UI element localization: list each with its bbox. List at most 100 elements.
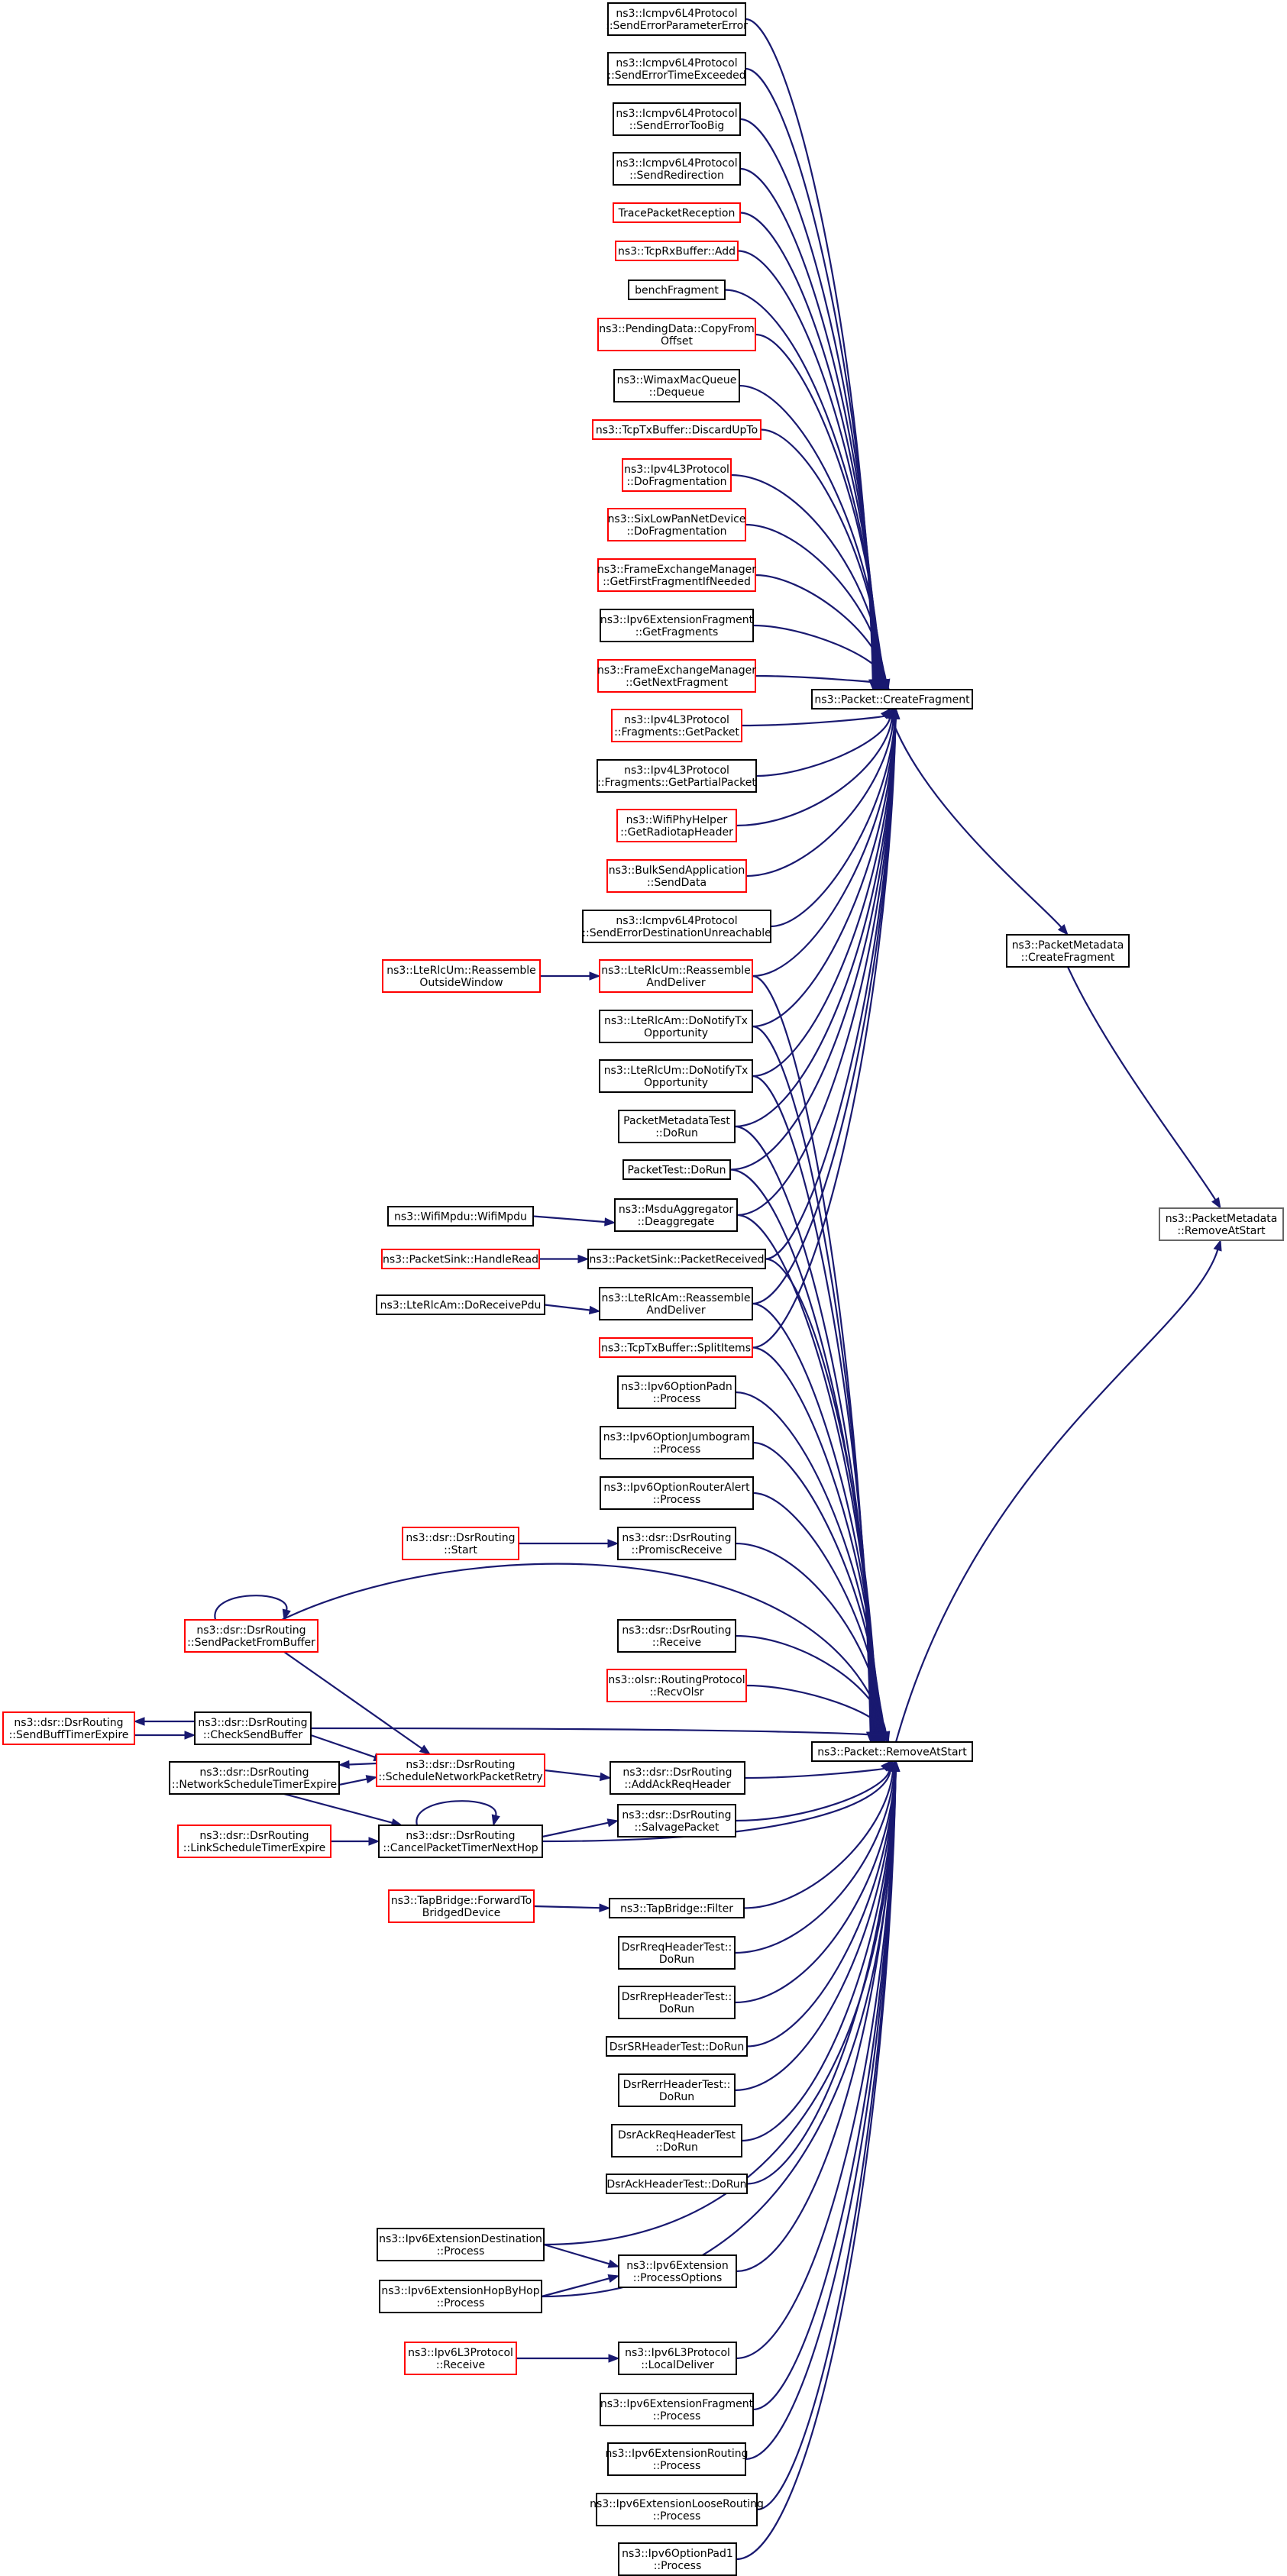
edge-n25-to-create-fragment (734, 718, 897, 1128)
node-n17[interactable]: ns3::Ipv4L3Protocol::Fragments::GetParti… (597, 759, 757, 793)
node-label: ns3::WimaxMacQueue (617, 374, 737, 386)
node-n2[interactable]: ns3::Icmpv6L4Protocol::SendErrorTimeExce… (607, 52, 746, 86)
node-n33[interactable]: ns3::TcpTxBuffer::SplitItems (599, 1337, 753, 1358)
node-n65[interactable]: ns3::Ipv6ExtensionLooseRouting::Process (590, 2493, 764, 2526)
node-n15[interactable]: ns3::FrameExchangeManager::GetNextFragme… (597, 659, 756, 693)
node-label: ns3::Icmpv6L4Protocol (616, 157, 737, 170)
node-label: DoRun (659, 2091, 694, 2103)
node-n46[interactable]: ns3::dsr::DsrRouting::AddAckReqHeader (610, 1761, 745, 1795)
node-n63[interactable]: ns3::Ipv6ExtensionFragment::Process (600, 2393, 754, 2426)
node-n19[interactable]: ns3::BulkSendApplication::SendData (606, 859, 747, 893)
node-n59[interactable]: ns3::Ipv6Extension::ProcessOptions (618, 2254, 737, 2288)
node-n41[interactable]: ns3::olsr::RoutingProtocol::RecvOlsr (606, 1669, 747, 1702)
node-label: ns3::Ipv6ExtensionLooseRouting (590, 2498, 764, 2510)
node-n62[interactable]: ns3::Ipv6L3Protocol::LocalDeliver (618, 2342, 737, 2375)
node-n4[interactable]: ns3::Icmpv6L4Protocol::SendRedirection (613, 152, 741, 186)
node-n54[interactable]: DsrSRHeaderTest::DoRun (606, 2036, 748, 2057)
node-label: ::GetRadiotapHeader (620, 826, 733, 839)
node-n48[interactable]: ns3::dsr::DsrRouting::CancelPacketTimerN… (378, 1825, 543, 1858)
node-label: ns3::dsr::DsrRouting (622, 1624, 731, 1637)
node-n5[interactable]: TracePacketReception (613, 202, 741, 223)
node-label: ::Start (444, 1544, 477, 1556)
node-n60[interactable]: ns3::Ipv6ExtensionHopByHop::Process (379, 2280, 542, 2313)
node-n35[interactable]: ns3::Ipv6OptionJumbogram::Process (600, 1426, 754, 1459)
node-label: AndDeliver (646, 977, 705, 989)
node-n27[interactable]: ns3::MsduAggregator::Deaggregate (614, 1198, 738, 1232)
node-n14[interactable]: ns3::Ipv6ExtensionFragment::GetFragments (600, 609, 754, 642)
edge-n63-to-remove-at-start (752, 1770, 897, 2411)
node-n39[interactable]: ns3::dsr::DsrRouting::SendPacketFromBuff… (184, 1619, 319, 1653)
node-label: ns3::dsr::DsrRouting (622, 1532, 731, 1544)
node-n3[interactable]: ns3::Icmpv6L4Protocol::SendErrorTooBig (613, 102, 741, 136)
node-n18[interactable]: ns3::WifiPhyHelper::GetRadiotapHeader (616, 809, 737, 842)
node-n64[interactable]: ns3::Ipv6ExtensionRouting::Process (605, 2442, 749, 2476)
node-n9[interactable]: ns3::WimaxMacQueue::Dequeue (613, 369, 740, 402)
node-n25[interactable]: PacketMetadataTest::DoRun (618, 1110, 736, 1143)
node-label: ns3::TapBridge::ForwardTo (391, 1895, 532, 1907)
node-n53[interactable]: DsrRrepHeaderTest::DoRun (618, 1986, 736, 2019)
node-n38[interactable]: ns3::dsr::DsrRouting::Start (402, 1527, 519, 1560)
node-label: ::SendErrorParameterError (606, 20, 748, 32)
node-n12[interactable]: ns3::SixLowPanNetDevice::DoFragmentation (607, 508, 746, 541)
node-n16[interactable]: ns3::Ipv4L3Protocol::Fragments::GetPacke… (611, 709, 742, 742)
node-n6[interactable]: ns3::TcpRxBuffer::Add (615, 241, 739, 261)
node-box (607, 2442, 746, 2476)
node-box (606, 2174, 748, 2194)
edge-n14-to-create-fragment (752, 624, 887, 680)
node-n42[interactable]: ns3::dsr::DsrRouting::SendBuffTimerExpir… (2, 1711, 135, 1745)
node-label: ::DoFragmentation (626, 476, 726, 488)
node-n43[interactable]: ns3::dsr::DsrRouting::CheckSendBuffer (194, 1711, 312, 1745)
node-n28[interactable]: ns3::WifiMpdu::WifiMpdu (387, 1206, 534, 1227)
node-n20[interactable]: ns3::Icmpv6L4Protocol::SendErrorDestinat… (582, 910, 771, 943)
node-n44[interactable]: ns3::dsr::DsrRouting::NetworkScheduleTim… (169, 1761, 340, 1795)
node-n36[interactable]: ns3::Ipv6OptionRouterAlert::Process (600, 1476, 754, 1510)
node-box (169, 1761, 340, 1795)
node-n40[interactable]: ns3::dsr::DsrRouting::Receive (617, 1619, 736, 1653)
node-n51[interactable]: ns3::TapBridge::Filter (609, 1898, 745, 1918)
node-n26[interactable]: PacketTest::DoRun (622, 1159, 731, 1180)
node-n30[interactable]: ns3::PacketSink::HandleRead (381, 1249, 540, 1269)
node-pmras[interactable]: ns3::PacketMetadata::RemoveAtStart (1159, 1207, 1284, 1241)
node-n34[interactable]: ns3::Ipv6OptionPadn::Process (617, 1375, 736, 1409)
node-n47[interactable]: ns3::dsr::DsrRouting::LinkScheduleTimerE… (177, 1825, 331, 1858)
node-n49[interactable]: ns3::dsr::DsrRouting::SalvagePacket (617, 1804, 736, 1837)
node-n37[interactable]: ns3::dsr::DsrRouting::PromiscReceive (617, 1527, 736, 1560)
node-n45[interactable]: ns3::dsr::DsrRouting::ScheduleNetworkPac… (376, 1753, 545, 1787)
node-n10[interactable]: ns3::TcpTxBuffer::DiscardUpTo (592, 419, 762, 440)
node-label: ns3::Ipv6OptionRouterAlert (603, 1482, 750, 1494)
node-n32[interactable]: ns3::LteRlcAm::DoReceivePdu (376, 1294, 545, 1315)
node-n56[interactable]: DsrAckReqHeaderTest::DoRun (611, 2124, 742, 2157)
node-box (616, 809, 737, 842)
node-box (811, 1741, 973, 1762)
node-label: ns3::Ipv6ExtensionFragment (600, 2398, 754, 2410)
node-label: ::SendBuffTimerExpire (9, 1729, 129, 1741)
node-box (184, 1619, 319, 1653)
node-label: ::Deaggregate (638, 1216, 715, 1228)
node-n61[interactable]: ns3::Ipv6L3Protocol::Receive (404, 2342, 517, 2375)
edge-cancel-self-loop-arrowhead (491, 1814, 500, 1827)
node-n52[interactable]: DsrRreqHeaderTest::DoRun (618, 1936, 736, 1970)
node-n57[interactable]: DsrAckHeaderTest::DoRun (606, 2174, 748, 2194)
node-box (609, 1898, 745, 1918)
node-n66[interactable]: ns3::Ipv6OptionPad1::Process (618, 2542, 737, 2576)
node-ras[interactable]: ns3::Packet::RemoveAtStart (811, 1741, 973, 1762)
node-n55[interactable]: DsrRerrHeaderTest::DoRun (618, 2073, 736, 2107)
edge-cancel-to-salvage (542, 1821, 609, 1838)
node-box (587, 1249, 766, 1269)
node-n29[interactable]: ns3::PacketSink::PacketReceived (587, 1249, 766, 1269)
node-n11[interactable]: ns3::Ipv4L3Protocol::DoFragmentation (622, 458, 732, 492)
node-n58[interactable]: ns3::Ipv6ExtensionDestination::Process (377, 2228, 545, 2261)
node-pmcf[interactable]: ns3::PacketMetadata::CreateFragment (1006, 934, 1130, 968)
node-cf[interactable]: ns3::Packet::CreateFragment (811, 689, 973, 709)
node-n13[interactable]: ns3::FrameExchangeManager::GetFirstFragm… (597, 558, 756, 592)
node-n1[interactable]: ns3::Icmpv6L4Protocol::SendErrorParamete… (606, 2, 748, 36)
node-label: ns3::TapBridge::Filter (620, 1903, 733, 1915)
node-n7[interactable]: benchFragment (628, 280, 726, 300)
